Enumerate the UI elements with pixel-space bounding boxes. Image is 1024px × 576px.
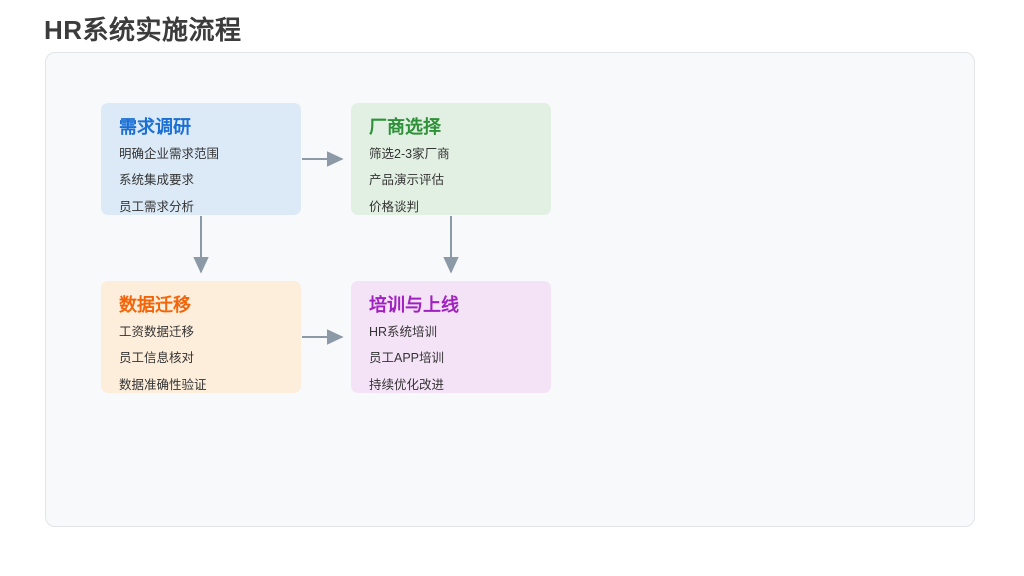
flow-node-data-migration[interactable]: 数据迁移 工资数据迁移 员工信息核对 数据准确性验证 bbox=[101, 281, 301, 393]
flow-node-item: 系统集成要求 bbox=[119, 173, 195, 188]
flow-node-requirements[interactable]: 需求调研 明确企业需求范围 系统集成要求 员工需求分析 bbox=[101, 103, 301, 215]
flow-node-title: 厂商选择 bbox=[369, 117, 441, 137]
flow-node-item: 员工需求分析 bbox=[119, 199, 195, 214]
flow-node-item: 产品演示评估 bbox=[369, 173, 445, 188]
flow-node-item: 筛选2-3家厂商 bbox=[369, 146, 450, 161]
flow-node-training-golive[interactable]: 培训与上线 HR系统培训 员工APP培训 持续优化改进 bbox=[351, 281, 551, 393]
flow-canvas: 需求调研 明确企业需求范围 系统集成要求 员工需求分析 厂商选择 筛选2-3家厂… bbox=[46, 53, 976, 528]
flow-node-title: 培训与上线 bbox=[369, 295, 459, 315]
flow-node-item: 员工APP培训 bbox=[369, 351, 445, 366]
flow-node-item: 价格谈判 bbox=[369, 199, 420, 214]
flow-node-title: 数据迁移 bbox=[119, 295, 191, 315]
flow-node-item: 持续优化改进 bbox=[369, 377, 445, 392]
page-title: HR系统实施流程 bbox=[44, 15, 242, 45]
flow-node-item: 明确企业需求范围 bbox=[119, 146, 220, 161]
flow-node-item: HR系统培训 bbox=[369, 324, 438, 339]
diagram-panel: 需求调研 明确企业需求范围 系统集成要求 员工需求分析 厂商选择 筛选2-3家厂… bbox=[45, 52, 975, 527]
flow-node-item: 员工信息核对 bbox=[119, 351, 195, 366]
flow-node-item: 数据准确性验证 bbox=[119, 377, 207, 392]
flow-node-item: 工资数据迁移 bbox=[119, 324, 195, 339]
flow-node-title: 需求调研 bbox=[119, 117, 191, 137]
flow-node-vendor-selection[interactable]: 厂商选择 筛选2-3家厂商 产品演示评估 价格谈判 bbox=[351, 103, 551, 215]
